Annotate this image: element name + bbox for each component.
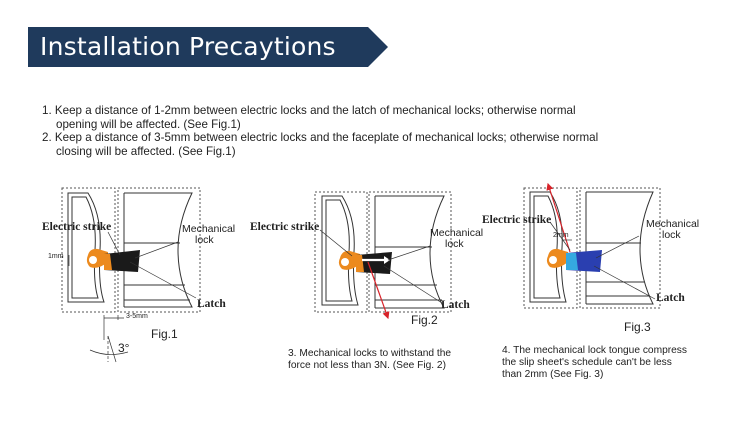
fig1-caption: Fig.1 (151, 327, 178, 341)
fig2-note: 3. Mechanical locks to withstand the for… (288, 348, 451, 372)
instruction-item-1: 1. Keep a distance of 1-2mm between elec… (42, 104, 662, 131)
fig2-strike (338, 250, 392, 320)
fig1-latch-label: Latch (197, 298, 226, 310)
fig2-diagram (314, 191, 452, 313)
instruction-2-line1: 2. Keep a distance of 3-5mm between elec… (42, 131, 599, 145)
fig1-leaders (68, 231, 197, 363)
fig3-leaders (549, 221, 656, 300)
fig3-note-line2: the slip sheet's schedule can't be less (502, 356, 672, 368)
fig3-strike (546, 182, 602, 272)
instructions-list: 1. Keep a distance of 1-2mm between elec… (42, 104, 662, 158)
fig2-mechanical-label: Mechanical (430, 227, 484, 239)
instruction-1-line2: opening will be affected. (See Fig.1) (56, 117, 241, 131)
fig3-note-line3: than 2mm (See Fig. 3) (502, 368, 604, 380)
fig3-note-line1: 4. The mechanical lock tongue compress (502, 345, 687, 356)
banner-shape (28, 27, 388, 67)
page-title: Installation Precaytions (40, 32, 336, 61)
fig1-1mm-label: 1mm (48, 253, 64, 260)
fig2-caption: Fig.2 (411, 313, 438, 327)
fig3-lock-label: lock (662, 229, 681, 241)
fig2-lock-label: lock (445, 238, 464, 250)
instruction-2-line2: closing will be affected. (See Fig.1) (56, 144, 236, 158)
title-banner: Installation Precaytions (28, 27, 388, 67)
instruction-item-2: 2. Keep a distance of 3-5mm between elec… (42, 131, 662, 158)
fig3-mechanical-label: Mechanical (646, 218, 700, 230)
fig1-3-5mm-label: 3-5mm (126, 313, 148, 320)
fig3-electric-strike-label: Electric strike (482, 214, 552, 226)
fig3-note: 4. The mechanical lock tongue compress t… (502, 345, 687, 380)
fig1-electric-strike-label: Electric strike (42, 221, 112, 233)
fig2-latch-label: Latch (441, 299, 470, 311)
fig2-electric-strike-label: Electric strike (250, 221, 320, 233)
fig1-diagram (61, 187, 201, 313)
fig1-strike (86, 248, 140, 272)
fig2-note-line2: force not less than 3N. (See Fig. 2) (288, 359, 446, 371)
fig3-2mm-label: 2mm (553, 232, 569, 239)
fig1-mechanical-label: Mechanical (182, 223, 236, 235)
instruction-1-line1: 1. Keep a distance of 1-2mm between elec… (42, 104, 576, 117)
fig1-lock-label: lock (195, 234, 214, 246)
fig3-diagram (523, 187, 661, 309)
fig2-leaders (319, 229, 443, 304)
fig2-note-line1: 3. Mechanical locks to withstand the (288, 348, 452, 359)
fig3-caption: Fig.3 (624, 320, 651, 334)
fig1-angle-label: 3° (118, 341, 130, 355)
fig3-latch-label: Latch (656, 292, 685, 304)
